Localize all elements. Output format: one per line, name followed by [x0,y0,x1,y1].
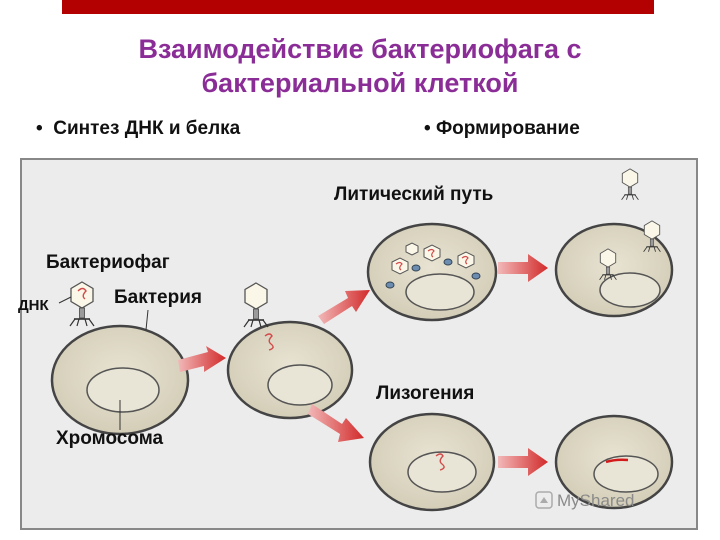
label-dna: ДНК [18,297,49,314]
bacterium-pointer [146,310,148,330]
arrow-to-lysogeny [308,404,364,442]
arrow-1 [178,346,226,372]
arrow-to-lytic [318,290,370,324]
watermark-text: MyShared [557,491,634,510]
label-bacteriophage: Бактериофаг [46,252,170,274]
bacterium-cell-2 [228,322,352,418]
label-lysogeny: Лизогения [376,383,474,405]
label-chromosome: Хромосома [56,428,163,450]
watermark-logo [536,492,552,508]
bacterium-cell-lytic [368,224,496,320]
arrow-lytic-release [498,254,548,282]
bacterium-cell-lysogenic [370,414,494,510]
dna-pointer [59,297,71,303]
label-lytic-path: Литический путь [334,184,493,206]
arrow-lysogeny-integrate [498,448,548,476]
bacteriophage-icon [70,282,94,326]
attached-phage-icon [244,283,268,327]
label-bacterium: Бактерия [114,287,202,309]
